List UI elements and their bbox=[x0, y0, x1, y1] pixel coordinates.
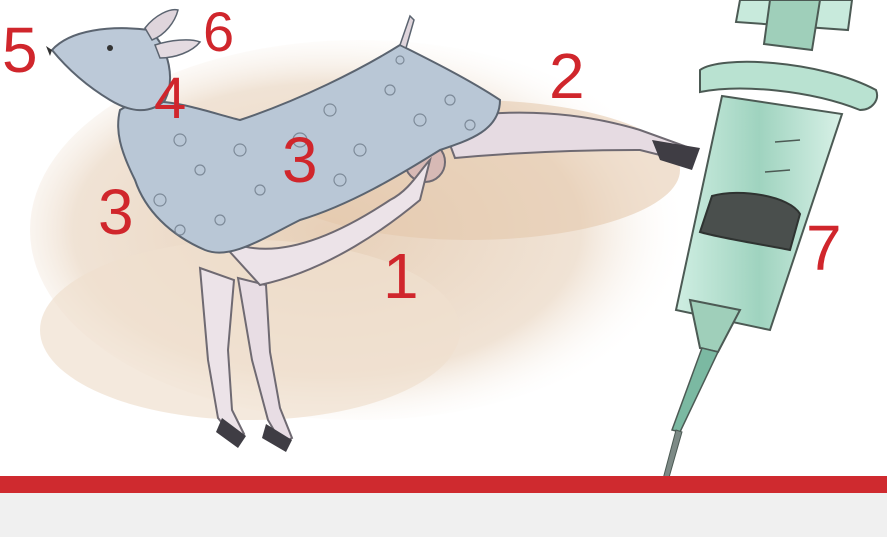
red-accent-band bbox=[0, 476, 887, 493]
footer-area bbox=[0, 493, 887, 537]
label-four: 4 bbox=[154, 70, 186, 128]
label-six: 6 bbox=[203, 4, 234, 60]
label-two: 2 bbox=[549, 44, 585, 108]
label-three-neck: 3 bbox=[98, 180, 134, 244]
label-five: 5 bbox=[2, 18, 38, 82]
label-three-body: 3 bbox=[282, 128, 318, 192]
label-one: 1 bbox=[383, 244, 419, 308]
label-seven: 7 bbox=[806, 216, 842, 280]
